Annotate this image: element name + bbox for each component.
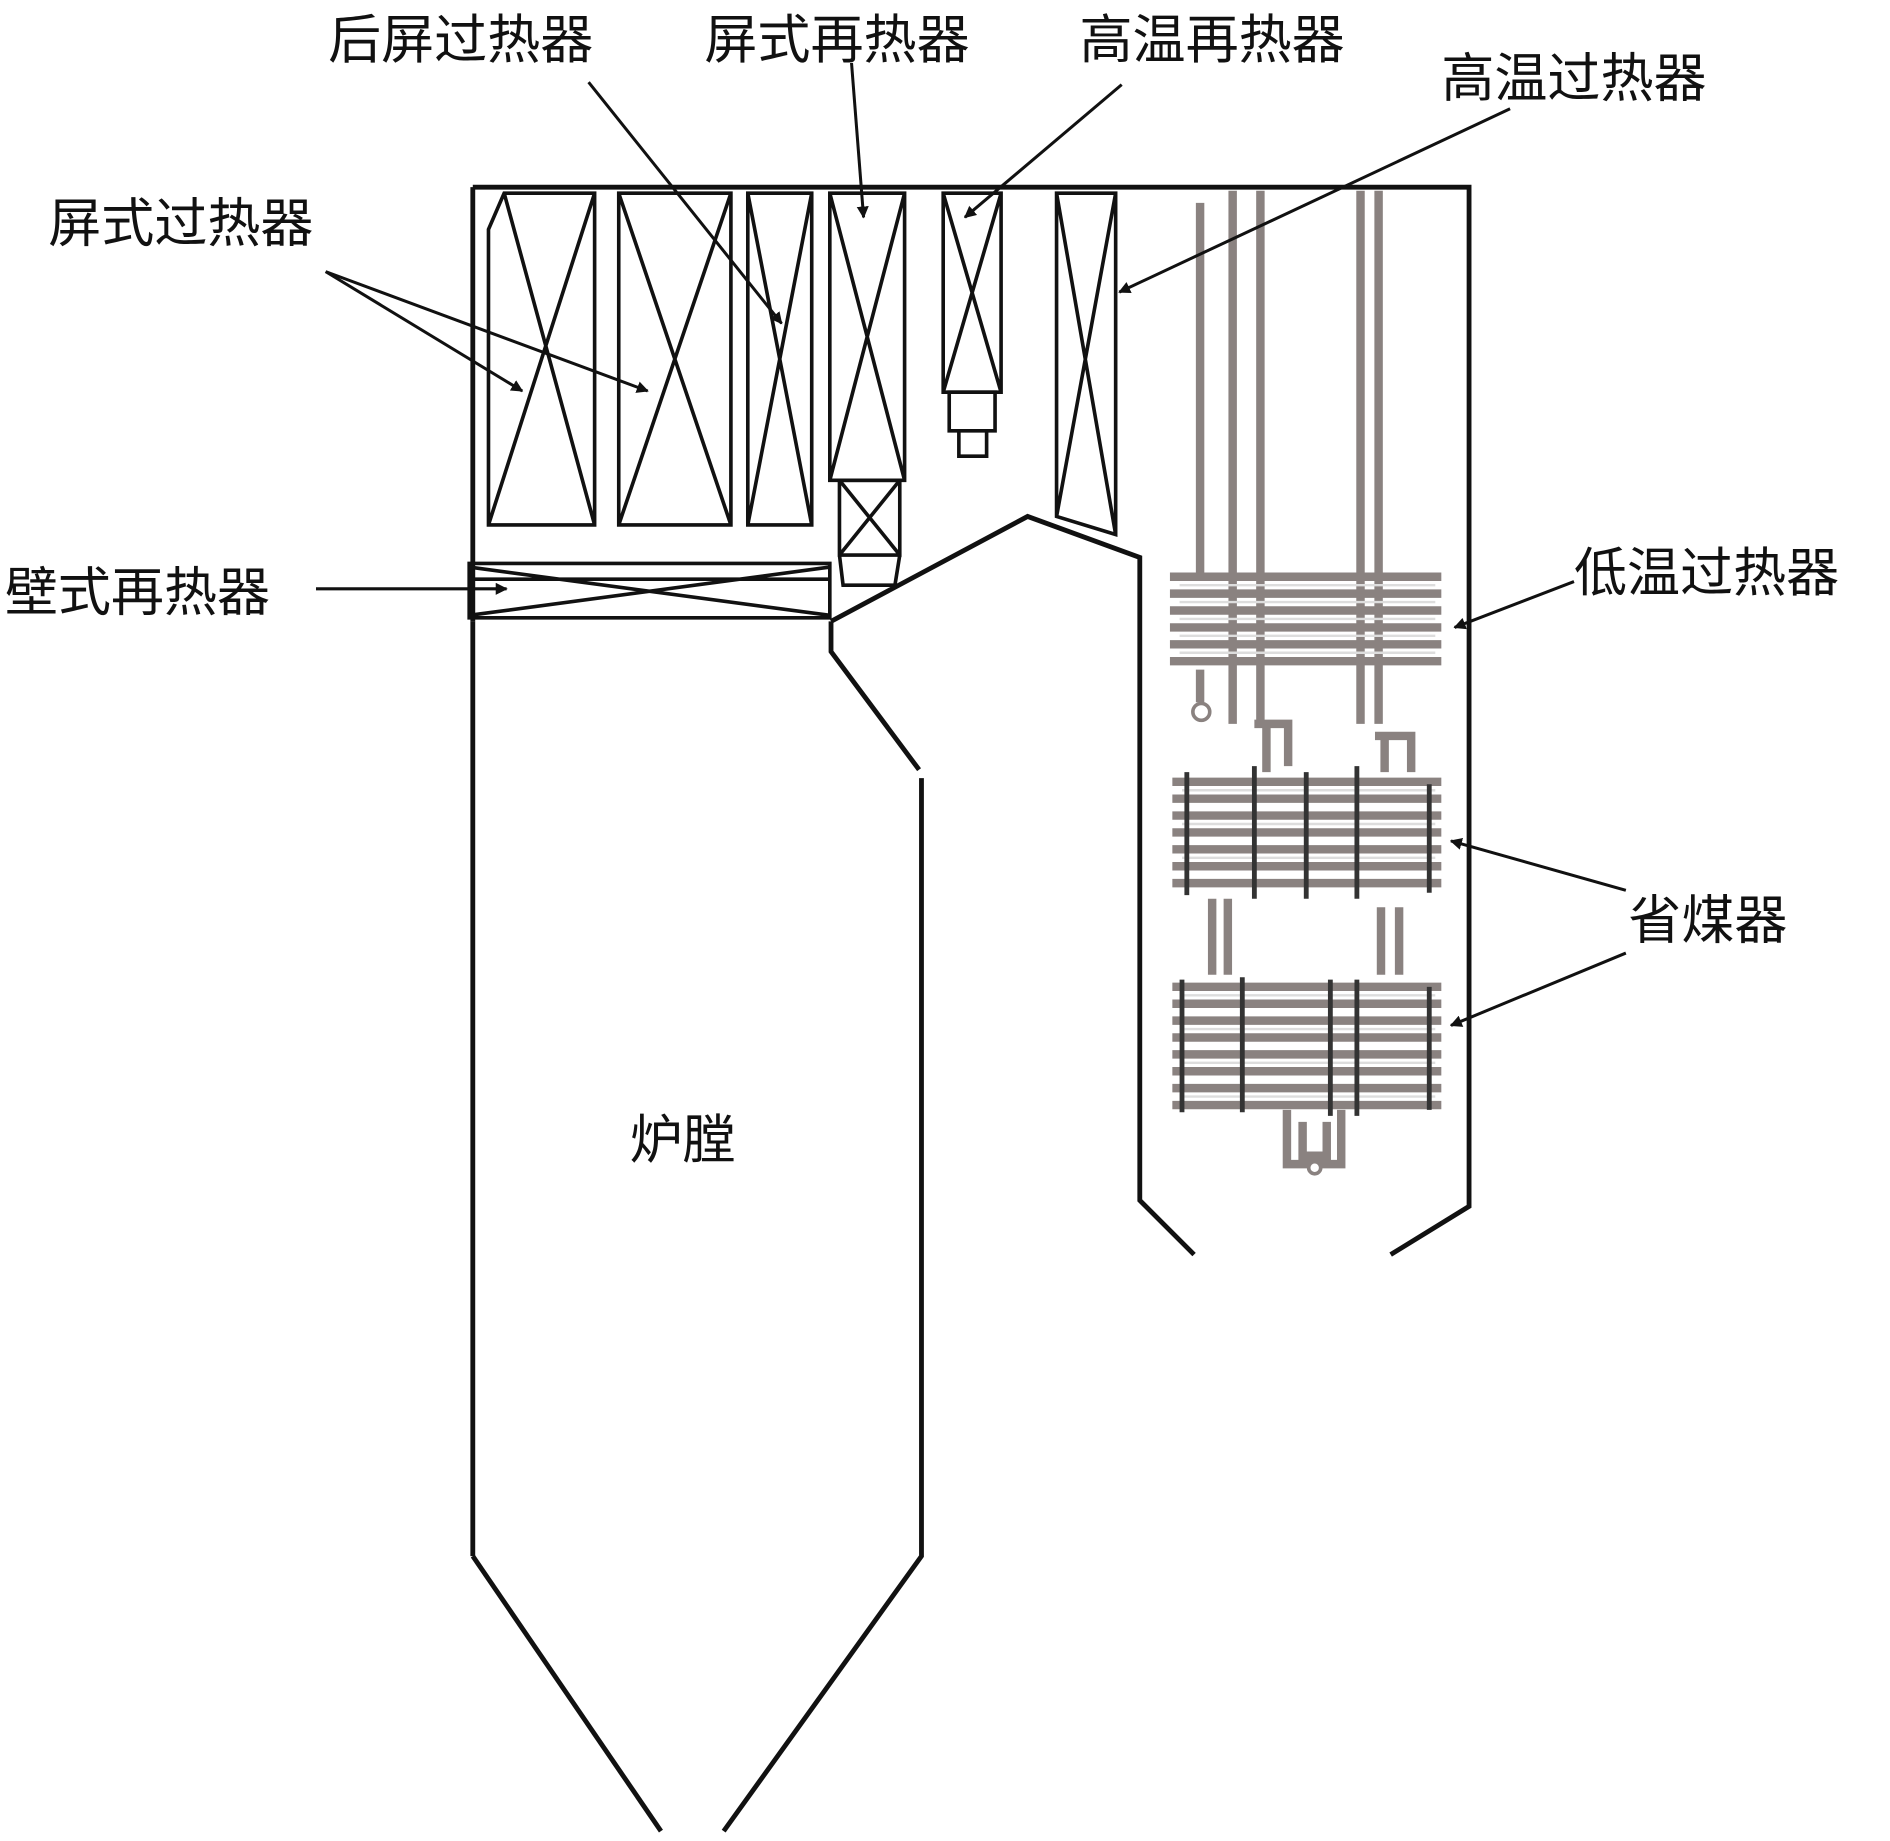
low-temp-superheater-bundle: [1169, 190, 1442, 773]
high-temp-superheater-panel: [1054, 191, 1118, 537]
label-platen-reheater: 屏式再热器: [704, 9, 969, 71]
platen-reheater-panel: [828, 191, 907, 588]
label-economizer: 省煤器: [1628, 890, 1787, 952]
label-platen-superheater: 屏式过热器: [48, 192, 313, 254]
wall-reheater-panel: [467, 561, 832, 620]
label-high-temp-superheater: 高温过热器: [1441, 48, 1706, 110]
economizer-lower-bundle: [1172, 977, 1442, 1176]
economizer-upper-bundle: [1172, 766, 1442, 975]
label-rear-platen-superheater: 后屏过热器: [328, 9, 593, 71]
label-wall-reheater: 壁式再热器: [5, 562, 270, 624]
rear-platen-superheater-panel: [745, 191, 814, 527]
label-high-temp-reheater: 高温再热器: [1079, 9, 1344, 71]
leader-arrows: [316, 62, 1627, 1027]
platen-superheater-panels: [486, 191, 733, 527]
label-low-temp-superheater: 低温过热器: [1574, 542, 1839, 604]
label-furnace: 炉膛: [630, 1109, 736, 1171]
furnace-outline: [470, 184, 1472, 1833]
high-temp-reheater-panel: [941, 191, 1003, 458]
